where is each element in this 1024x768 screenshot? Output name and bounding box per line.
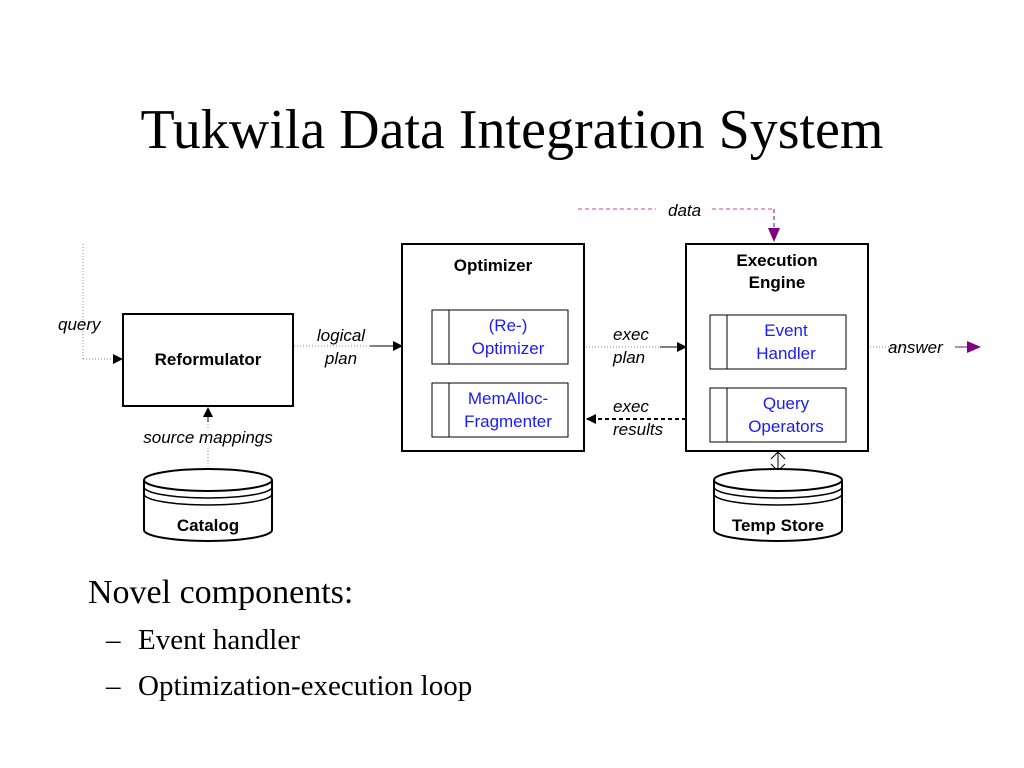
temp-store-database-icon	[713, 468, 843, 542]
query-operators-box	[709, 387, 847, 443]
memalloc-label-line2: Fragmenter	[464, 412, 552, 431]
exec-results-label-line2: results	[613, 420, 664, 439]
memalloc-label-line1: MemAlloc-	[468, 389, 548, 408]
exec-plan-label-line1: exec	[613, 325, 649, 344]
bullet-list: Novel components: –Event handler –Optimi…	[88, 574, 472, 708]
reoptimizer-box	[431, 309, 569, 365]
execution-engine-label-line2: Engine	[749, 273, 806, 292]
reoptimizer-label-line1: (Re-)	[489, 316, 528, 335]
data-label: data	[668, 201, 701, 220]
exec-plan-label-line2: plan	[612, 348, 645, 367]
bullet-item-text: Event handler	[138, 624, 300, 656]
answer-label: answer	[888, 338, 944, 357]
execution-engine-label-line1: Execution	[736, 251, 817, 270]
slide-title: Tukwila Data Integration System	[140, 99, 884, 161]
bullet-item: –Optimization-execution loop	[106, 664, 472, 708]
logical-label: logical	[317, 326, 366, 345]
bullet-item-text: Optimization-execution loop	[138, 670, 473, 702]
reformulator-box	[122, 313, 294, 407]
bullet-dash: –	[106, 670, 121, 702]
bullet-item: –Event handler	[106, 618, 472, 662]
query-operators-label-line1: Query	[763, 394, 810, 413]
optimizer-label: Optimizer	[454, 256, 533, 275]
event-handler-label-line2: Handler	[756, 344, 816, 363]
bullet-dash: –	[106, 624, 121, 656]
source-mappings-bg	[130, 428, 290, 448]
temp-store-label: Temp Store	[732, 516, 824, 535]
reoptimizer-label-line2: Optimizer	[472, 339, 545, 358]
reformulator-label: Reformulator	[155, 350, 262, 369]
event-handler-box	[709, 314, 847, 370]
memalloc-fragmenter-box	[431, 382, 569, 438]
query-input-connector	[82, 244, 123, 364]
exec-results-label-line1: exec	[613, 397, 649, 416]
catalog-database-icon	[143, 468, 273, 542]
plan-label: plan	[324, 349, 357, 368]
query-label: query	[58, 315, 102, 334]
query-operators-label-line2: Operators	[748, 417, 824, 436]
source-mappings-label: source mappings	[143, 428, 273, 447]
data-input-connector	[578, 208, 780, 242]
bullet-heading: Novel components:	[88, 574, 354, 611]
catalog-label: Catalog	[177, 516, 239, 535]
event-handler-label-line1: Event	[764, 321, 808, 340]
